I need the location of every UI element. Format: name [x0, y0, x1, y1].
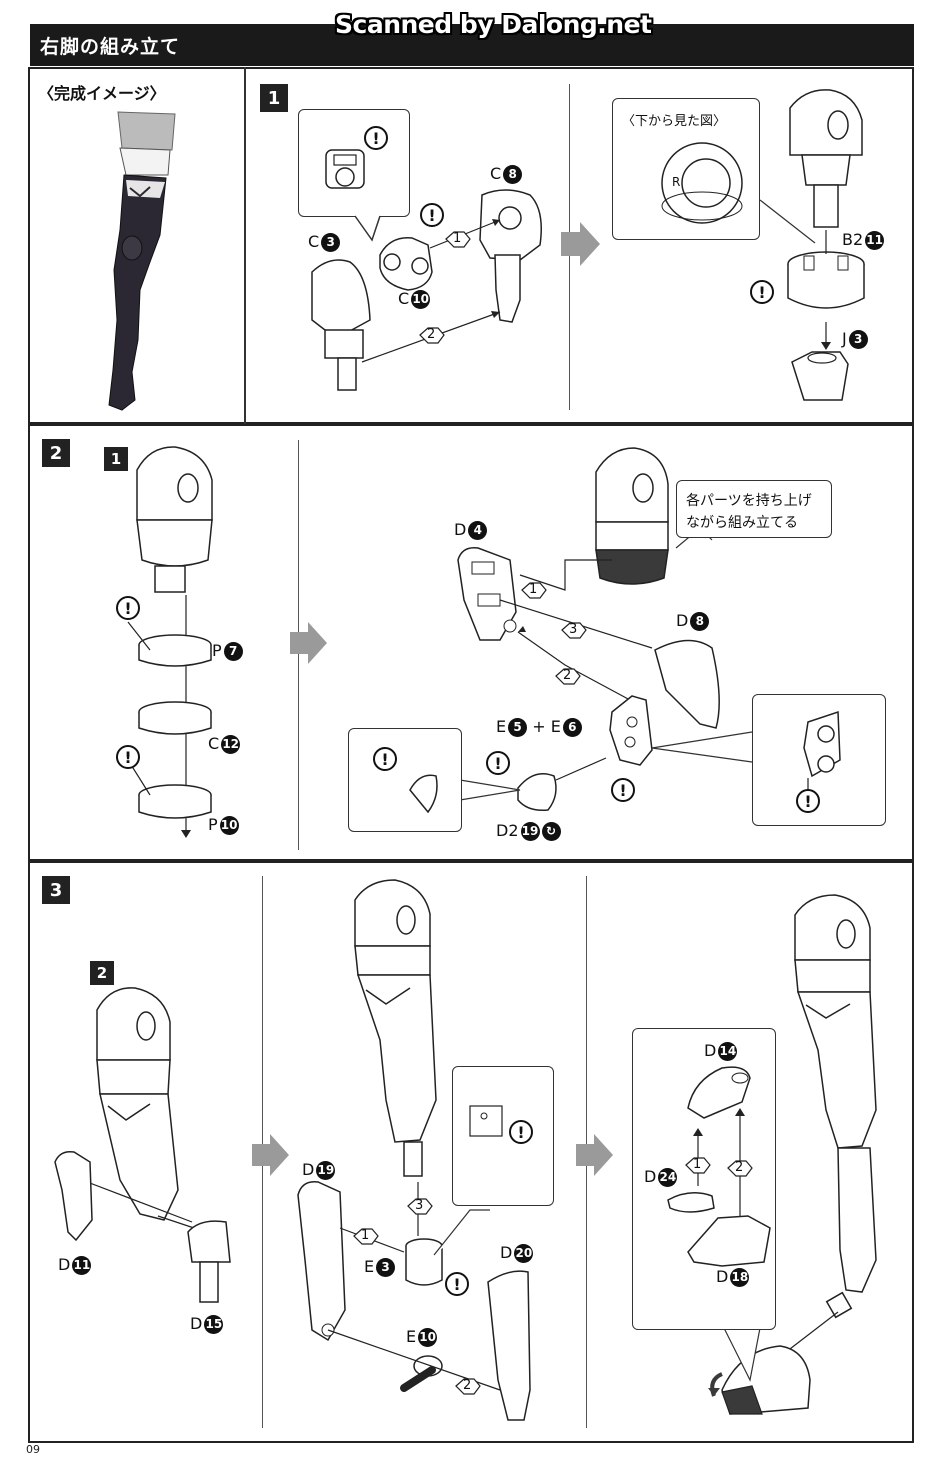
arrow-step-2: 2: [427, 327, 436, 342]
arrow-step-3: 3: [569, 622, 578, 637]
bottom-view-title: 〈下から見た図〉: [622, 114, 727, 129]
page-number: 09: [26, 1443, 40, 1456]
section3-divider-2: [586, 876, 587, 1428]
callout-box-hole-detail: [298, 109, 410, 217]
section2-divider: [298, 440, 299, 850]
arrow-step-1: 1: [529, 582, 538, 597]
arrow-step-2: 2: [563, 668, 572, 683]
note-callout: [676, 480, 832, 538]
arrow-step-1: 1: [453, 231, 462, 246]
completed-image-label: 〈完成イメージ〉: [38, 84, 166, 103]
substep-1-badge: 1: [104, 447, 128, 471]
arrow-step-1-foot: 1: [693, 1157, 702, 1172]
header-bar: [30, 24, 914, 66]
step-2-badge: 2: [42, 439, 70, 467]
callout-box-e3-detail: [452, 1066, 554, 1206]
step-1-badge: 1: [260, 84, 288, 112]
section3-divider-1: [262, 876, 263, 1428]
arrow-step-3: 3: [415, 1198, 424, 1213]
step-3-badge: 3: [42, 876, 70, 904]
arrow-step-2-foot: 2: [735, 1160, 744, 1175]
section3-frame: [28, 861, 914, 1443]
section1-divider-left: [244, 67, 246, 424]
substep-2-badge: 2: [90, 961, 114, 985]
callout-box-e-detail: [752, 694, 886, 826]
section1-divider-right: [569, 84, 570, 410]
r-marking: R: [672, 175, 681, 189]
callout-box-d2-detail: [348, 728, 462, 832]
arrow-step-2: 2: [463, 1378, 472, 1393]
tool-icon: ↻: [541, 822, 561, 841]
note-line1: 各パーツを持ち上げ: [686, 493, 812, 509]
scanner-watermark: Scanned by Dalong.net: [335, 10, 652, 39]
arrow-step-1: 1: [361, 1228, 370, 1243]
page-title: 右脚の組み立て: [40, 36, 181, 58]
section1-frame: [28, 67, 914, 424]
note-line2: ながら組み立てる: [686, 515, 798, 531]
section2-frame: [28, 424, 914, 861]
